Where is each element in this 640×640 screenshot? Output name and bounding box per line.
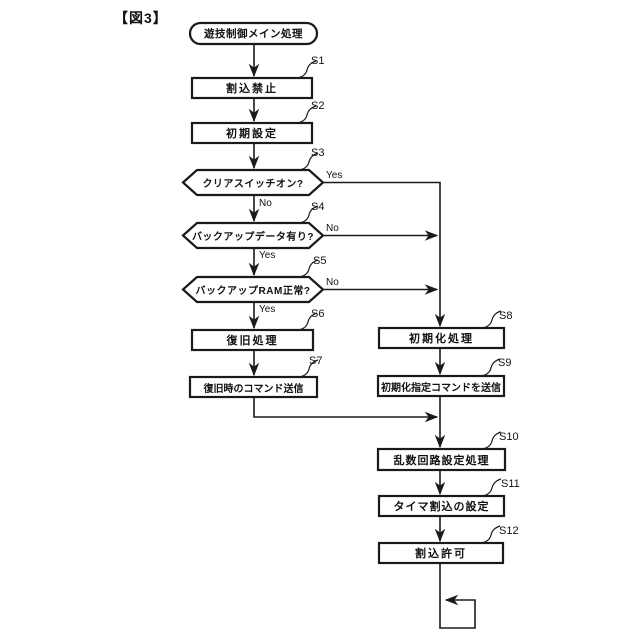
branch-label-s5-no: No (326, 277, 339, 288)
node-label: 初期化指定コマンドを送信 (381, 382, 501, 394)
shape-s6 (190, 328, 315, 352)
flow-node-start: 遊技制御メイン処理 (190, 23, 317, 44)
node-label: 復旧処理 (226, 335, 279, 347)
flow-node-s1-interrupt-disable: 割込禁止 (192, 78, 312, 98)
node-label: 初期設定 (226, 128, 278, 140)
shape-s7 (188, 375, 319, 399)
step-tag-s5: S5 (313, 255, 327, 267)
flow-node-s2-initial-setting: 初期設定 (192, 123, 312, 143)
branch-label-s5-yes: Yes (259, 304, 276, 315)
node-label: 割込許可 (415, 548, 467, 560)
shape-s12 (377, 541, 505, 565)
shape-s5-decision (181, 275, 325, 304)
step-tag-s4: S4 (311, 201, 325, 213)
shape-s9 (376, 374, 506, 398)
shape-start-terminator (188, 21, 319, 46)
step-tag-s1: S1 (311, 55, 325, 67)
node-label: 初期化処理 (409, 333, 474, 345)
flow-node-s7-recovery-command-send: 復旧時のコマンド送信 (190, 377, 317, 397)
node-label: バックアップデータ有り? (191, 232, 315, 243)
step-tag-s6: S6 (311, 308, 325, 320)
shape-s1 (190, 76, 314, 100)
node-label: タイマ割込の設定 (393, 501, 490, 513)
shape-s11 (377, 494, 506, 518)
flow-node-s6-recovery-process: 復旧処理 (192, 330, 313, 350)
shape-s4-decision (181, 221, 325, 250)
step-tag-s2: S2 (311, 100, 325, 112)
shape-s8 (377, 326, 506, 350)
flow-node-s4-backup-data-decision: バックアップデータ有り? (183, 223, 323, 248)
flow-node-s12-interrupt-enable: 割込許可 (379, 543, 503, 563)
step-tag-s11: S11 (501, 478, 520, 490)
node-label: 復旧時のコマンド送信 (203, 383, 304, 395)
branch-label-s3-no: No (259, 198, 272, 209)
step-tag-s3: S3 (311, 147, 325, 159)
branch-label-s3-yes: Yes (326, 170, 343, 181)
step-tag-s8: S8 (499, 310, 513, 322)
flow-node-s11-timer-interrupt-setting: タイマ割込の設定 (379, 496, 504, 516)
flow-node-s5-backup-ram-decision: バックアップRAM正常? (183, 277, 323, 302)
flow-node-s9-init-command-send: 初期化指定コマンドを送信 (378, 376, 504, 396)
figure-title: 【図3】 (114, 10, 168, 26)
flow-node-s3-clear-switch-decision: クリアスイッチオン? (183, 170, 323, 195)
branch-label-s4-yes: Yes (259, 250, 276, 261)
flow-node-s10-random-circuit-setting: 乱数回路設定処理 (378, 449, 505, 470)
shape-s10 (376, 447, 507, 472)
step-tag-s9: S9 (498, 357, 512, 369)
edge-s12-loop (439, 563, 476, 629)
edge-s3-yes-s8 (323, 181, 446, 328)
edge-s7-join (253, 397, 439, 423)
step-tag-s12: S12 (499, 525, 519, 537)
node-label: 割込禁止 (226, 83, 278, 95)
shape-s2 (190, 121, 314, 145)
node-label: バックアップRAM正常? (195, 286, 311, 297)
step-tag-s10: S10 (499, 431, 519, 443)
node-label: 乱数回路設定処理 (393, 454, 490, 467)
flow-node-s8-initialization-process: 初期化処理 (379, 328, 504, 348)
branch-label-s4-no: No (326, 223, 339, 234)
start-label: 遊技制御メイン処理 (204, 28, 303, 40)
shape-s3-decision (181, 168, 325, 197)
node-label: クリアスイッチオン? (202, 179, 304, 190)
step-tag-s7: S7 (309, 355, 323, 367)
